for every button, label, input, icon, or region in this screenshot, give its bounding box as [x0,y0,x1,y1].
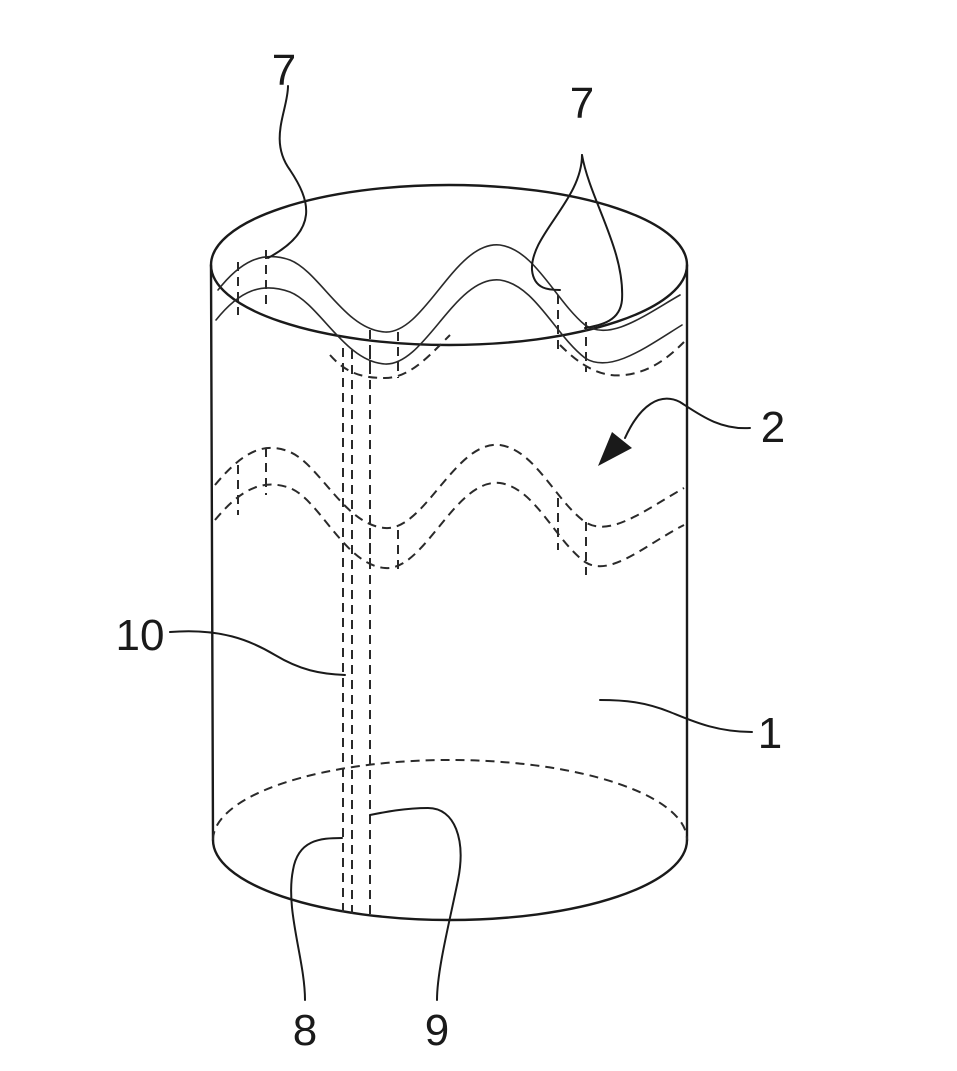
leader-10 [170,631,345,675]
leader-lines [170,86,752,1000]
bottom-back-edge [213,760,687,840]
lower-wave-line-2 [215,483,684,568]
vertical-seam-strip [343,348,370,918]
leader-8 [291,838,342,1000]
leader-9 [370,808,461,1000]
bottom-front-edge [213,840,687,920]
ref-label-7-left: 7 [272,46,296,95]
ref-label-2: 2 [761,403,785,452]
upper-wave-line-2 [216,280,682,364]
ref-label-10: 10 [116,611,165,660]
leader-1 [600,700,752,732]
upper-wave-band [216,245,684,378]
top-rim [211,185,687,345]
ref-label-1: 1 [758,709,782,758]
leader-7-right-a [532,155,582,290]
cylinder [211,185,687,920]
left-side [211,265,213,840]
ref-label-9: 9 [425,1006,449,1055]
arrowhead-2 [598,432,632,466]
reference-labels: 7 7 2 10 1 8 9 [116,46,786,1055]
ref-label-8: 8 [293,1006,317,1055]
lower-wave-band [215,445,684,575]
leader-7-left [268,86,306,258]
ref-label-7-right: 7 [570,79,594,128]
leader-7-right-b [582,155,622,328]
